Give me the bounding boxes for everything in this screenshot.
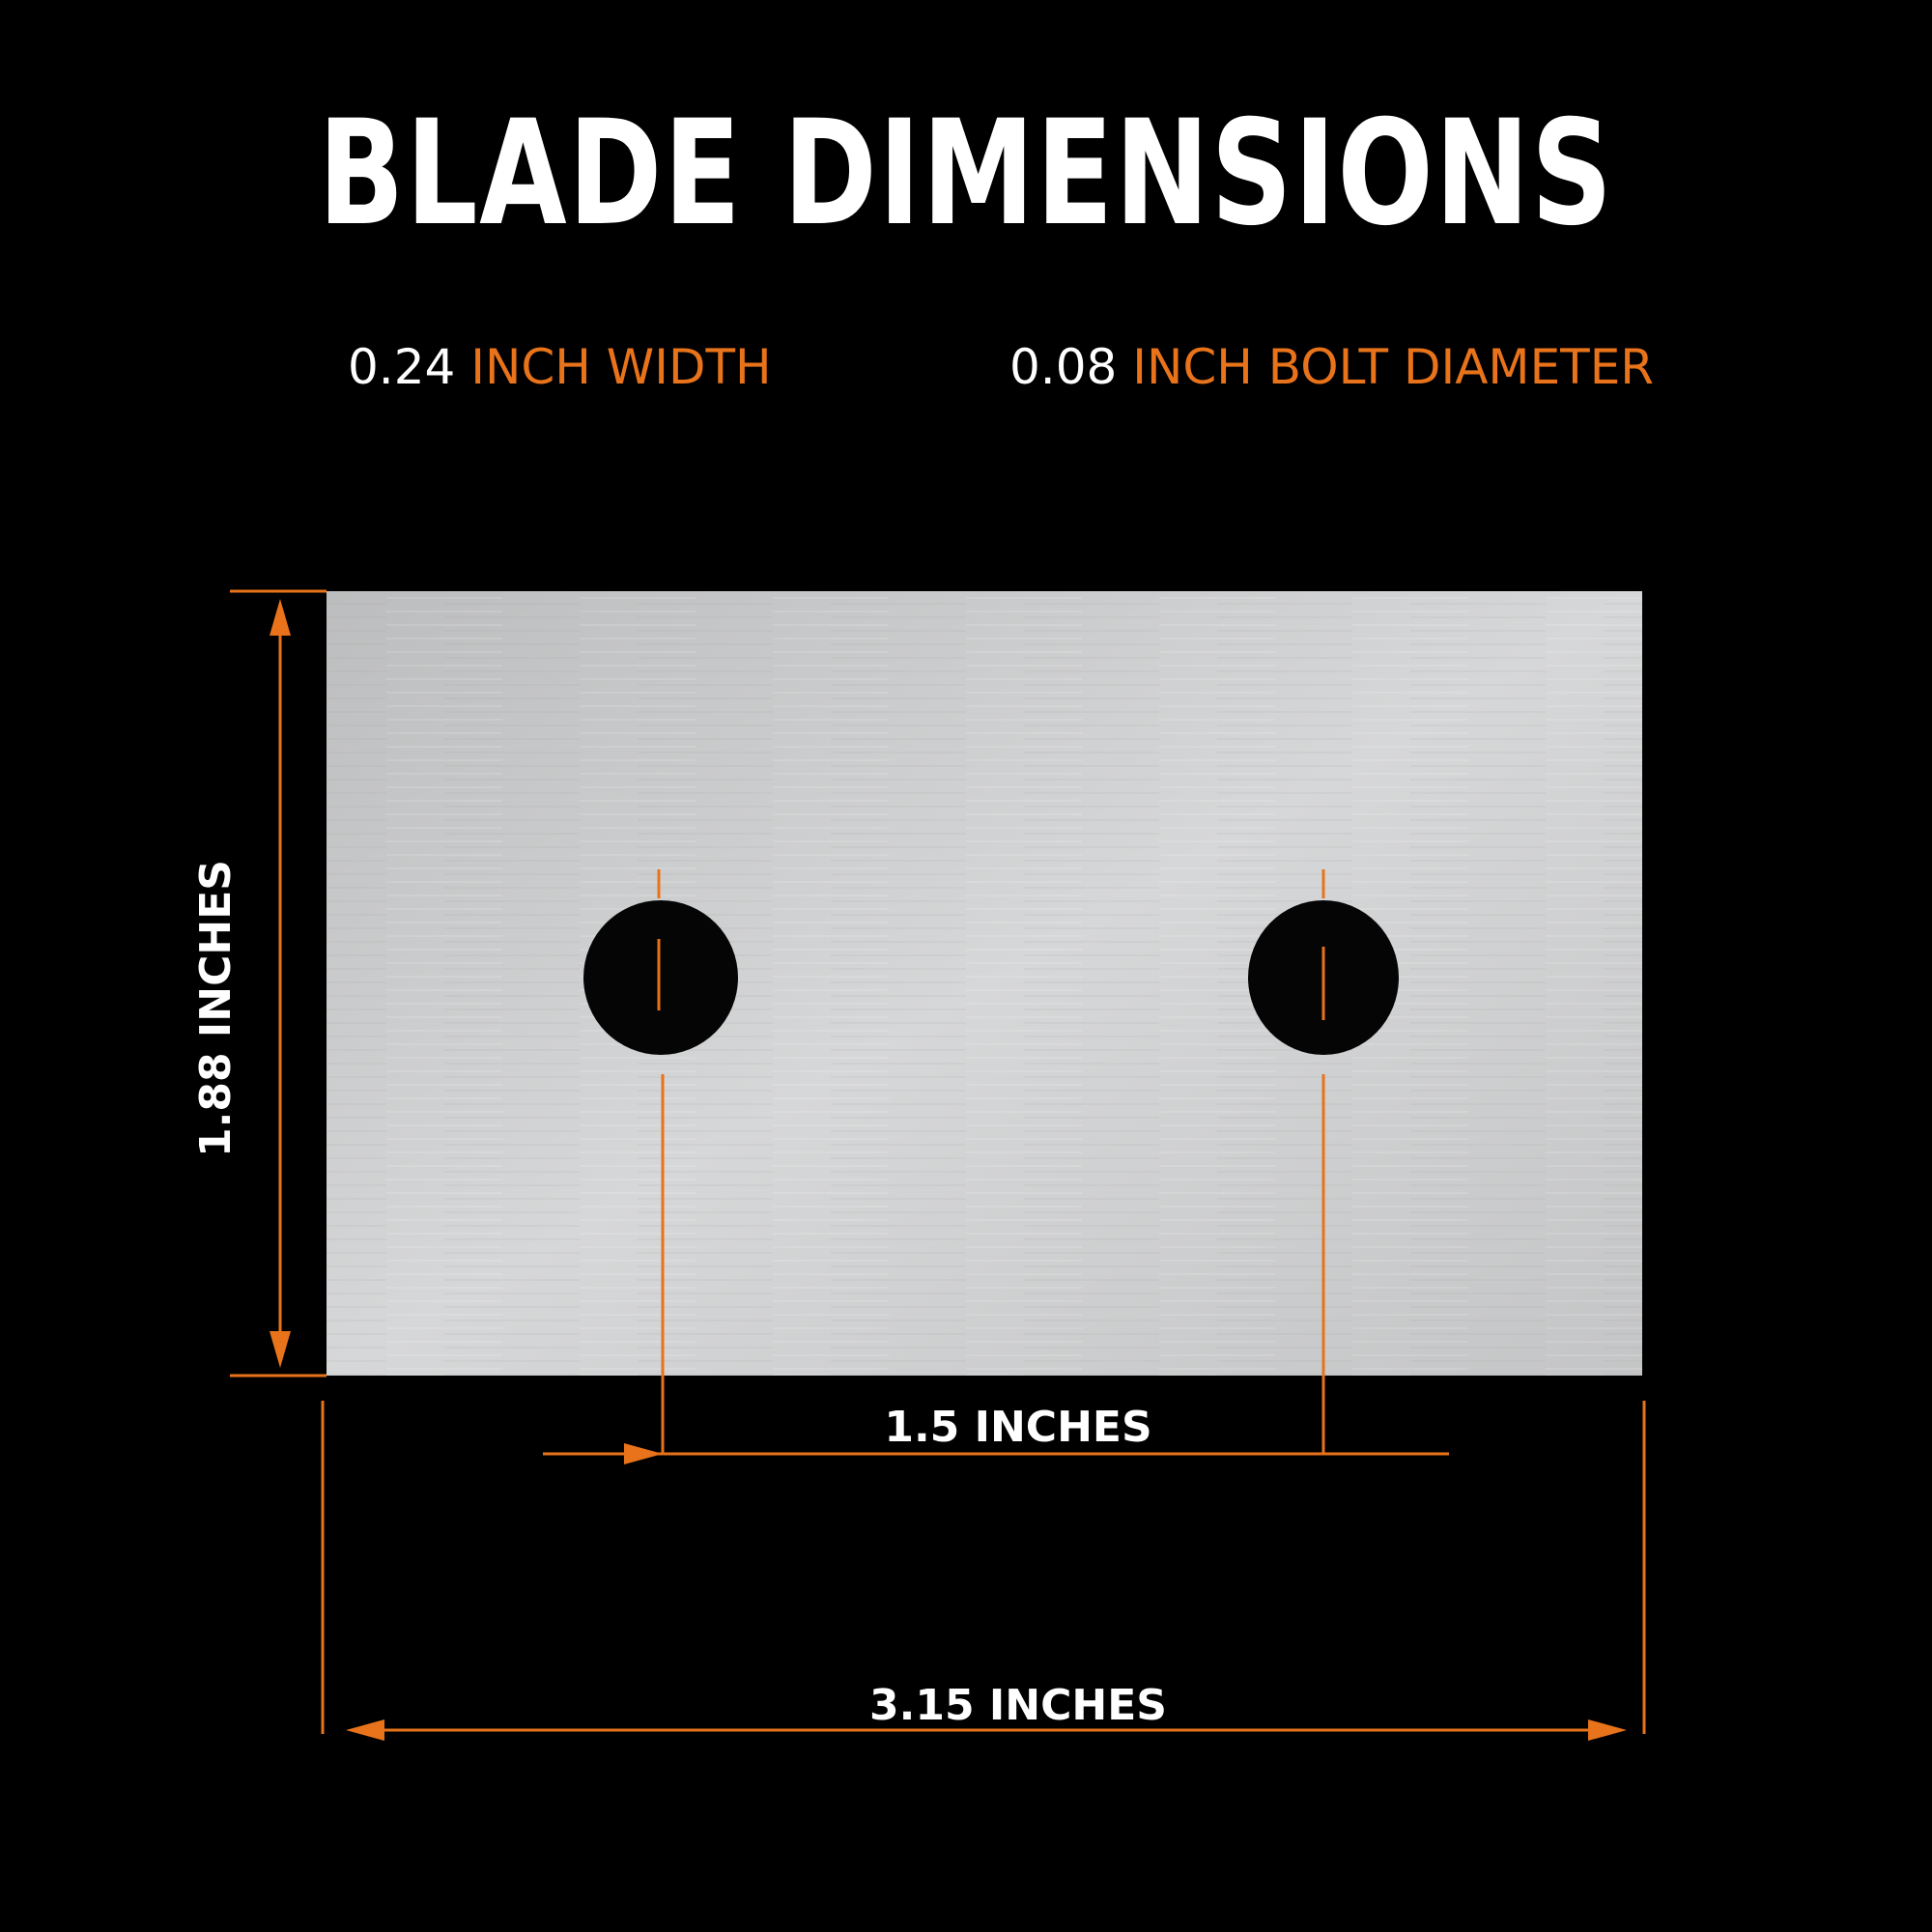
length-arrow-right-icon: [1588, 1719, 1627, 1741]
bolt-value: 0.08: [1009, 339, 1118, 395]
bolt-hole-left: [583, 900, 738, 1055]
blade-plate: [327, 591, 1642, 1376]
height-arrow-down-icon: [270, 1331, 291, 1368]
width-value: 0.24: [348, 339, 456, 395]
height-arrow-up-icon: [270, 599, 291, 636]
width-unit: INCH WIDTH: [470, 339, 772, 395]
height-label: 1.88 INCHES: [191, 860, 241, 1157]
hole-spacing-label: 1.5 INCHES: [884, 1403, 1151, 1452]
length-arrow-left-icon: [346, 1719, 384, 1741]
bolt-unit: INCH BOLT DIAMETER: [1132, 339, 1655, 395]
width-spec: 0.24 INCH WIDTH: [348, 338, 772, 396]
hole-spacing-arrow-icon: [624, 1443, 663, 1464]
length-label: 3.15 INCHES: [869, 1681, 1167, 1730]
bolt-spec: 0.08 INCH BOLT DIAMETER: [1009, 338, 1654, 396]
page-title: BLADE DIMENSIONS: [318, 90, 1614, 258]
